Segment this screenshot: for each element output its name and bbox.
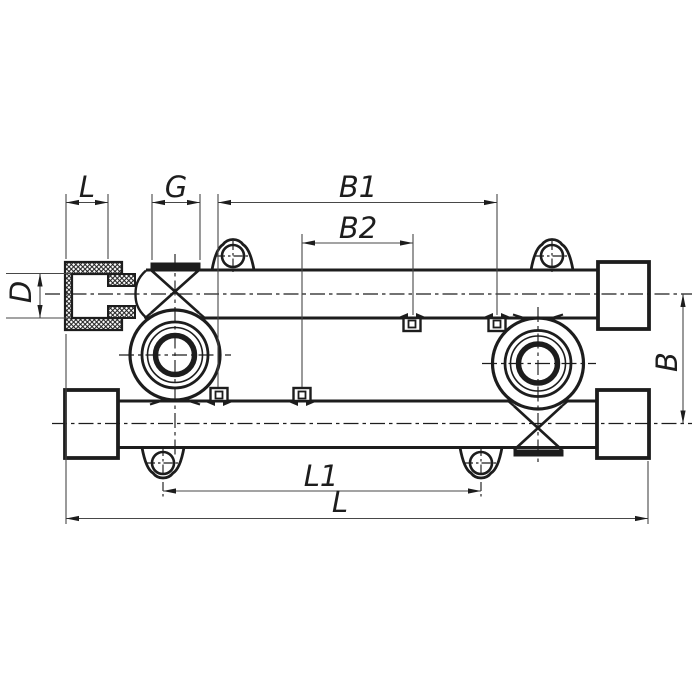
socket-right-cross-wings xyxy=(506,399,570,407)
socket-right-weld-flares xyxy=(512,313,564,320)
lug-top-right-crosshair xyxy=(535,241,569,272)
arrow-B-bottom xyxy=(680,410,686,424)
pipe-clips xyxy=(205,313,511,406)
centerlines xyxy=(45,241,692,497)
clip-top-pipe-2 xyxy=(483,313,511,333)
dim-label-B2: B2 xyxy=(339,211,377,245)
arrow-B-top xyxy=(680,294,686,307)
union-nut-collar-bottom xyxy=(107,305,136,319)
lug-bottom-left-crosshair xyxy=(146,447,180,497)
arrow-B2-right xyxy=(400,240,413,246)
arrow-D-bottom xyxy=(37,305,43,318)
dim-label-L-bottom: L xyxy=(332,485,348,519)
arrow-B1-right xyxy=(484,199,497,206)
arrow-G-left xyxy=(152,199,165,206)
union-nut-collar-top xyxy=(107,273,136,287)
dim-label-D: D xyxy=(4,281,38,303)
lug-top-left-crosshair xyxy=(216,241,250,272)
socket-left-weld-flares xyxy=(149,399,201,406)
arrow-L-top-right xyxy=(95,199,108,206)
union-nut-body xyxy=(63,260,124,332)
dim-label-L-top: L xyxy=(79,170,95,204)
dim-label-L1: L1 xyxy=(304,459,339,493)
arrow-L1-left xyxy=(163,488,176,494)
arrow-L-bottom-right xyxy=(635,515,648,522)
arrow-B1-left xyxy=(218,199,231,206)
extension-lines xyxy=(6,194,649,524)
end-block-top-right xyxy=(596,260,651,331)
dim-label-G: G xyxy=(165,170,187,204)
arrow-G-right xyxy=(187,199,200,206)
union-nut xyxy=(63,260,147,332)
dimension-arrows xyxy=(37,199,686,522)
arrow-D-top xyxy=(37,273,43,287)
dim-label-B: B xyxy=(650,352,684,372)
socket-left-cross-wings xyxy=(143,312,207,320)
clip-bottom-pipe-2 xyxy=(288,386,316,406)
arrow-L-bottom-left xyxy=(66,515,79,522)
arrow-B2-left xyxy=(302,240,315,246)
arrow-L1-right xyxy=(468,488,481,494)
clip-bottom-pipe-1 xyxy=(205,386,233,406)
clip-top-pipe-1 xyxy=(398,313,426,333)
arrow-L-top-left xyxy=(66,199,79,206)
dim-label-B1: B1 xyxy=(339,170,377,204)
dimension-labels: L G B1 B2 D B L1 L xyxy=(4,170,684,519)
lug-holes xyxy=(150,243,565,476)
lug-bottom-right-crosshair xyxy=(464,447,498,497)
